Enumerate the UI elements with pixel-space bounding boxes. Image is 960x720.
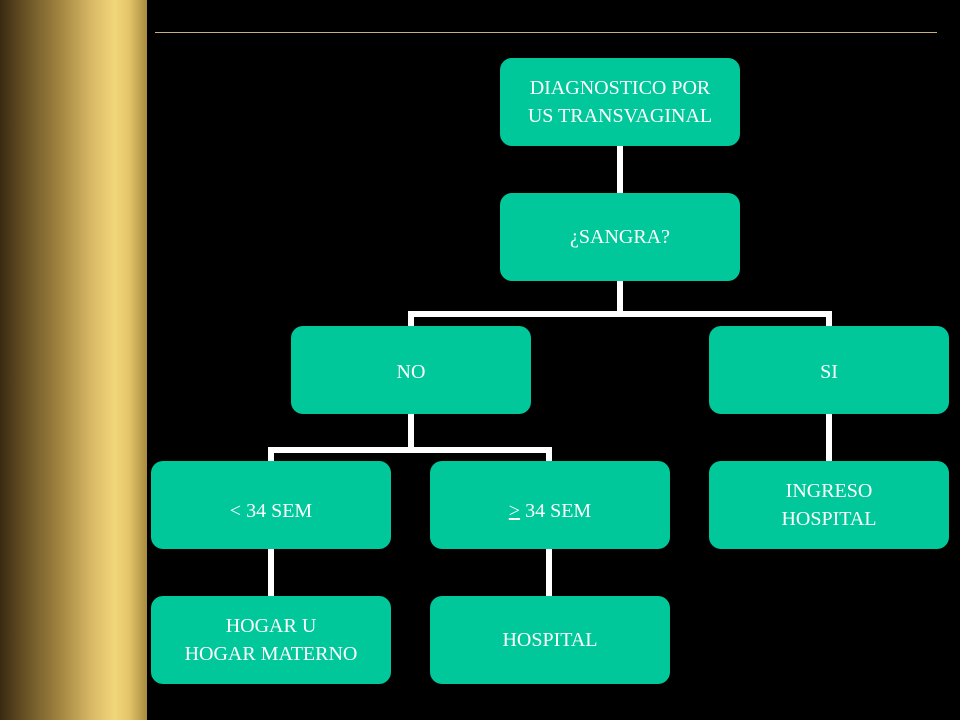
root-node: DIAGNOSTICO POR US TRANSVAGINAL <box>500 58 740 146</box>
admit-node: INGRESO HOSPITAL <box>709 461 949 549</box>
lt34-symbol: < <box>229 500 242 522</box>
connector-question-branches <box>408 280 623 326</box>
question-node: ¿SANGRA? <box>500 193 740 281</box>
connector-question-si <box>620 311 832 326</box>
si-node: SI <box>709 326 949 414</box>
ge34-node: > 34 SEM <box>430 461 670 549</box>
ge34-symbol: > <box>508 500 521 522</box>
lt34-node: < 34 SEM <box>151 461 391 549</box>
no-node: NO <box>291 326 531 414</box>
home-node: HOGAR U HOGAR MATERNO <box>151 596 391 684</box>
ge34-label: 34 SEM <box>520 500 592 522</box>
connector-no-lt34 <box>268 414 414 461</box>
gold-side-band <box>0 0 147 720</box>
top-rule <box>155 32 937 33</box>
connector-no-ge34 <box>411 447 552 461</box>
lt34-label: 34 SEM <box>241 500 313 522</box>
hospital-node: HOSPITAL <box>430 596 670 684</box>
